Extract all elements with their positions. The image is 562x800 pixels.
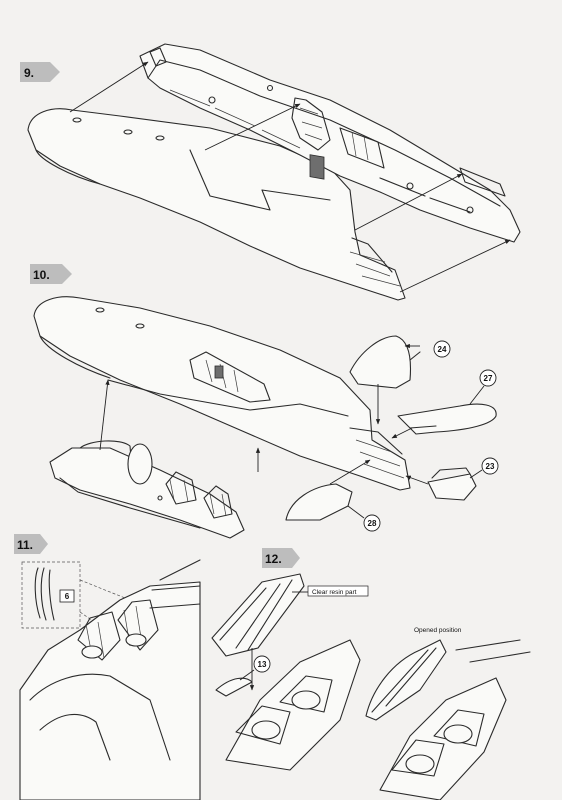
- step-9-label: 9.: [24, 66, 34, 80]
- part-27-stabilizer: 27: [397, 369, 497, 435]
- opened-position-note: Opened position: [414, 627, 462, 634]
- step-12-canopy-opened: Opened position: [365, 627, 531, 800]
- step-9-fuselage-half: [27, 108, 406, 301]
- seat-belts-inset: [21, 561, 81, 629]
- part-27-label: 27: [484, 374, 493, 383]
- step-9-arrows: [69, 61, 511, 293]
- step-10-fuselage: [33, 296, 411, 491]
- part-6-label: 6: [65, 592, 70, 601]
- step-12-label: 12.: [265, 552, 282, 566]
- step-9-badge: 9.: [20, 62, 60, 82]
- step-11-label: 11.: [17, 538, 33, 552]
- part-28-label: 28: [368, 519, 377, 528]
- part-24-callout: [433, 340, 451, 358]
- part-28-stabilizer: 28: [285, 483, 381, 532]
- part-24-label: 24: [438, 345, 447, 354]
- part-13-callout: [253, 655, 271, 673]
- clear-resin-note: Clear resin part: [312, 589, 357, 596]
- part-6-callout: [59, 589, 75, 603]
- clear-resin-callout: [307, 585, 369, 597]
- part-13-label: 13: [258, 660, 267, 669]
- step-9-fuselage-interior: [139, 43, 521, 243]
- part-23-callout: [481, 457, 499, 475]
- part-23-tailcone: 23: [427, 457, 499, 501]
- step-10-label: 10.: [33, 268, 50, 282]
- step-12-canopy-closed: Clear resin part 13: [211, 573, 369, 771]
- part-24-fin: 24: [349, 335, 451, 389]
- step-12-badge: 12.: [262, 548, 300, 568]
- step-10-lower-fuselage: [49, 440, 245, 539]
- step-11-detail: 6: [19, 559, 201, 800]
- part-23-label: 23: [486, 462, 495, 471]
- part-28-callout: [363, 514, 381, 532]
- step-11-badge: 11.: [14, 534, 48, 554]
- step-10-arrows: [99, 379, 429, 485]
- part-27-callout: [479, 369, 497, 387]
- step-10-badge: 10.: [30, 264, 72, 284]
